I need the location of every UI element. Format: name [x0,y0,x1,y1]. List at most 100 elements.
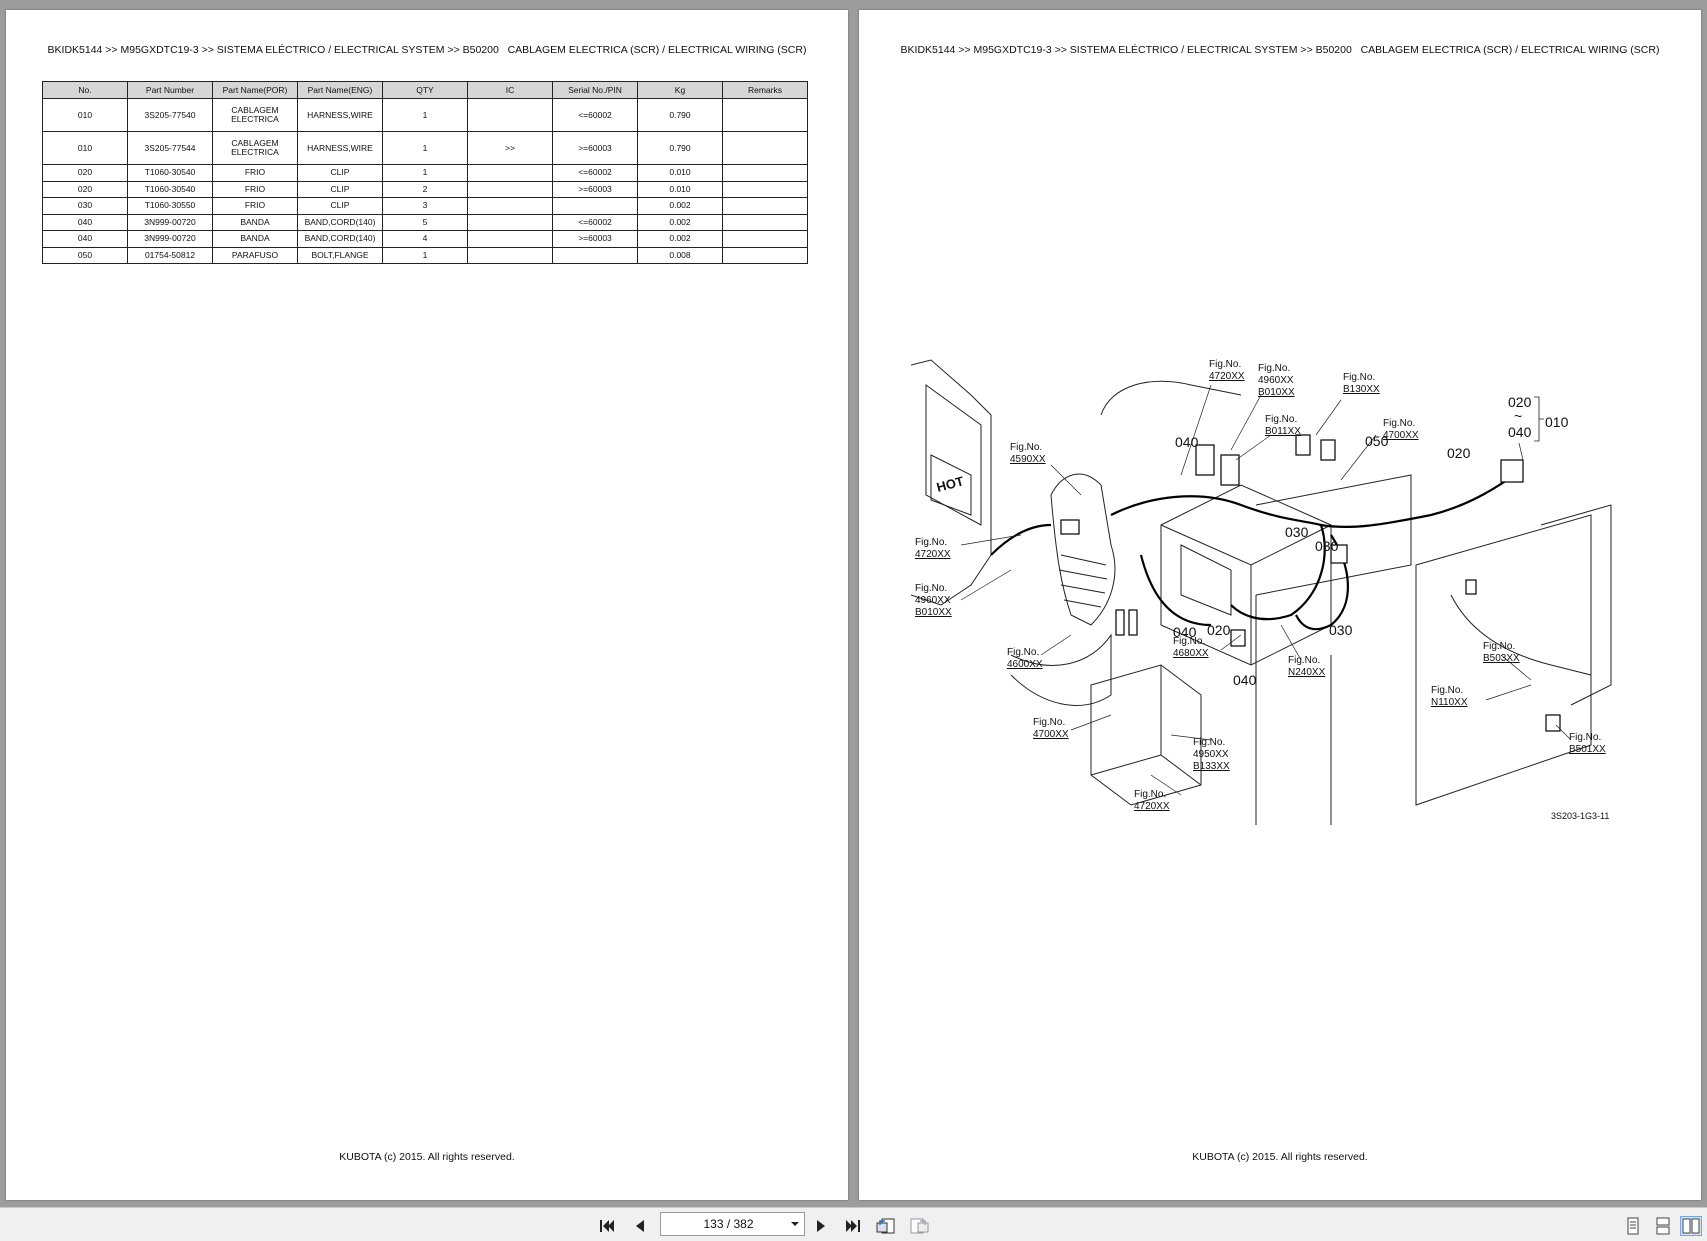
connector [1545,714,1561,732]
fig-prefix: Fig.No. [1288,655,1320,666]
leader-line [1555,724,1572,741]
parts-table: No. Part Number Part Name(POR) Part Name… [42,81,808,264]
cell-name-por: FRIO [212,164,298,182]
cell-serial: <=60002 [552,164,638,182]
callout-number: 030 [1315,538,1339,554]
fig-number: 4590XX [1010,454,1046,465]
cell-ic: >> [467,131,553,165]
page-dropdown[interactable] [786,1221,804,1227]
cell-no: 010 [42,131,128,165]
frame-outline [911,359,992,606]
fig-number: 4960XX [915,595,951,606]
drawing-code: 3S203-1G3-11 [1551,811,1609,821]
callout-number: 040 [1175,434,1199,450]
connector [1115,609,1125,636]
cell-name-por: FRIO [212,180,298,198]
leader-line [1050,464,1082,496]
cell-name-eng: HARNESS,WIRE [297,98,383,132]
cell-part-number: 3N999-00720 [127,213,213,231]
cell-part-number: 3S205-77540 [127,98,213,132]
leader-line [1170,734,1212,741]
cell-serial [552,197,638,215]
callout-number: 020 [1447,445,1471,461]
previous-page-button[interactable] [629,1216,651,1236]
cell-remarks [722,197,808,215]
cell-qty: 5 [382,213,468,231]
cell-name-por: FRIO [212,197,298,215]
fig-prefix: Fig.No. [915,583,947,594]
facing-pages-view-button[interactable] [1680,1216,1702,1236]
table-header-row: No. Part Number Part Name(POR) Part Name… [42,81,808,99]
single-page-view-icon [1627,1217,1639,1235]
fig-number: 4600XX [1007,659,1043,670]
wiring-diagram: HOT Fig.No. 4720XX Fig.No. 4960XX B010XX… [911,359,1612,825]
leader-line [1070,714,1112,731]
fig-number: B503XX [1483,653,1520,664]
harness-branch [990,523,1052,556]
breadcrumb: BKIDK5144 >> M95GXDTC19-3 >> SISTEMA ELÉ… [900,44,1660,56]
callout-number: 010 [1545,414,1569,430]
callout-number: 040 [1508,424,1532,440]
leader-line [1485,684,1532,701]
fig-prefix: Fig.No. [1134,789,1166,800]
column-header: Kg [637,81,723,99]
connector [1060,519,1080,535]
leader-line [1315,399,1342,436]
cell-kg: 0.002 [637,230,723,248]
next-page-button[interactable] [810,1216,832,1236]
fig-number: B133XX [1193,761,1230,772]
table-row: 050 01754-50812 PARAFUSO BOLT,FLANGE 1 0… [42,246,808,264]
last-page-button[interactable] [842,1216,864,1236]
cell-kg: 0.002 [637,213,723,231]
fig-number: 4720XX [1209,371,1245,382]
cell-qty: 4 [382,230,468,248]
previous-page-icon [636,1220,644,1232]
fig-number: B010XX [915,607,952,618]
table-row: 040 3N999-00720 BANDA BAND,CORD(140) 5 <… [42,213,808,231]
cell-ic [467,197,553,215]
fig-number: 4700XX [1033,729,1069,740]
cell-name-por: CABLAGEM ELECTRICA [212,98,298,132]
forward-view-button[interactable] [908,1216,930,1236]
leader-line [1180,384,1212,476]
callout-number: 030 [1329,622,1353,638]
cell-kg: 0.790 [637,131,723,165]
table-row: 020 T1060-30540 FRIO CLIP 2 >=60003 0.01… [42,180,808,198]
fig-prefix: Fig.No. [1265,414,1297,425]
fig-prefix: Fig.No. [1173,636,1205,647]
cell-remarks [722,246,808,264]
page-number-input[interactable]: 133 / 382 [660,1212,805,1236]
first-page-icon [600,1220,614,1232]
cell-no: 020 [42,164,128,182]
callout-number: 020 [1508,394,1532,410]
engine-block-detail [1180,544,1232,616]
cell-qty: 3 [382,197,468,215]
callout-number: 020 [1207,622,1231,638]
table-row: 010 3S205-77540 CABLAGEM ELECTRICA HARNE… [42,98,808,132]
continuous-view-button[interactable] [1652,1216,1674,1236]
cell-remarks [722,180,808,198]
chevron-down-icon [791,1222,799,1226]
cell-ic [467,164,553,182]
fig-prefix: Fig.No. [1431,685,1463,696]
cell-no: 050 [42,246,128,264]
cell-name-por: PARAFUSO [212,246,298,264]
fig-prefix: Fig.No. [915,537,947,548]
page-indicator: 133 / 382 [703,1217,754,1231]
cell-qty: 2 [382,180,468,198]
cell-name-eng: CLIP [297,180,383,198]
back-view-button[interactable] [875,1216,897,1236]
hot-label: HOT [935,473,965,495]
cell-name-por: BANDA [212,230,298,248]
engine-block-edges [1160,524,1332,665]
table-row: 030 T1060-30550 FRIO CLIP 3 0.002 [42,197,808,215]
fig-prefix: Fig.No. [1007,647,1039,658]
single-page-view-button[interactable] [1622,1216,1644,1236]
cell-remarks [722,213,808,231]
first-page-button[interactable] [596,1216,618,1236]
cell-kg: 0.010 [637,180,723,198]
cell-qty: 1 [382,98,468,132]
fig-number: 4950XX [1193,749,1229,760]
table-row: 020 T1060-30540 FRIO CLIP 1 <=60002 0.01… [42,164,808,182]
column-header: QTY [382,81,468,99]
